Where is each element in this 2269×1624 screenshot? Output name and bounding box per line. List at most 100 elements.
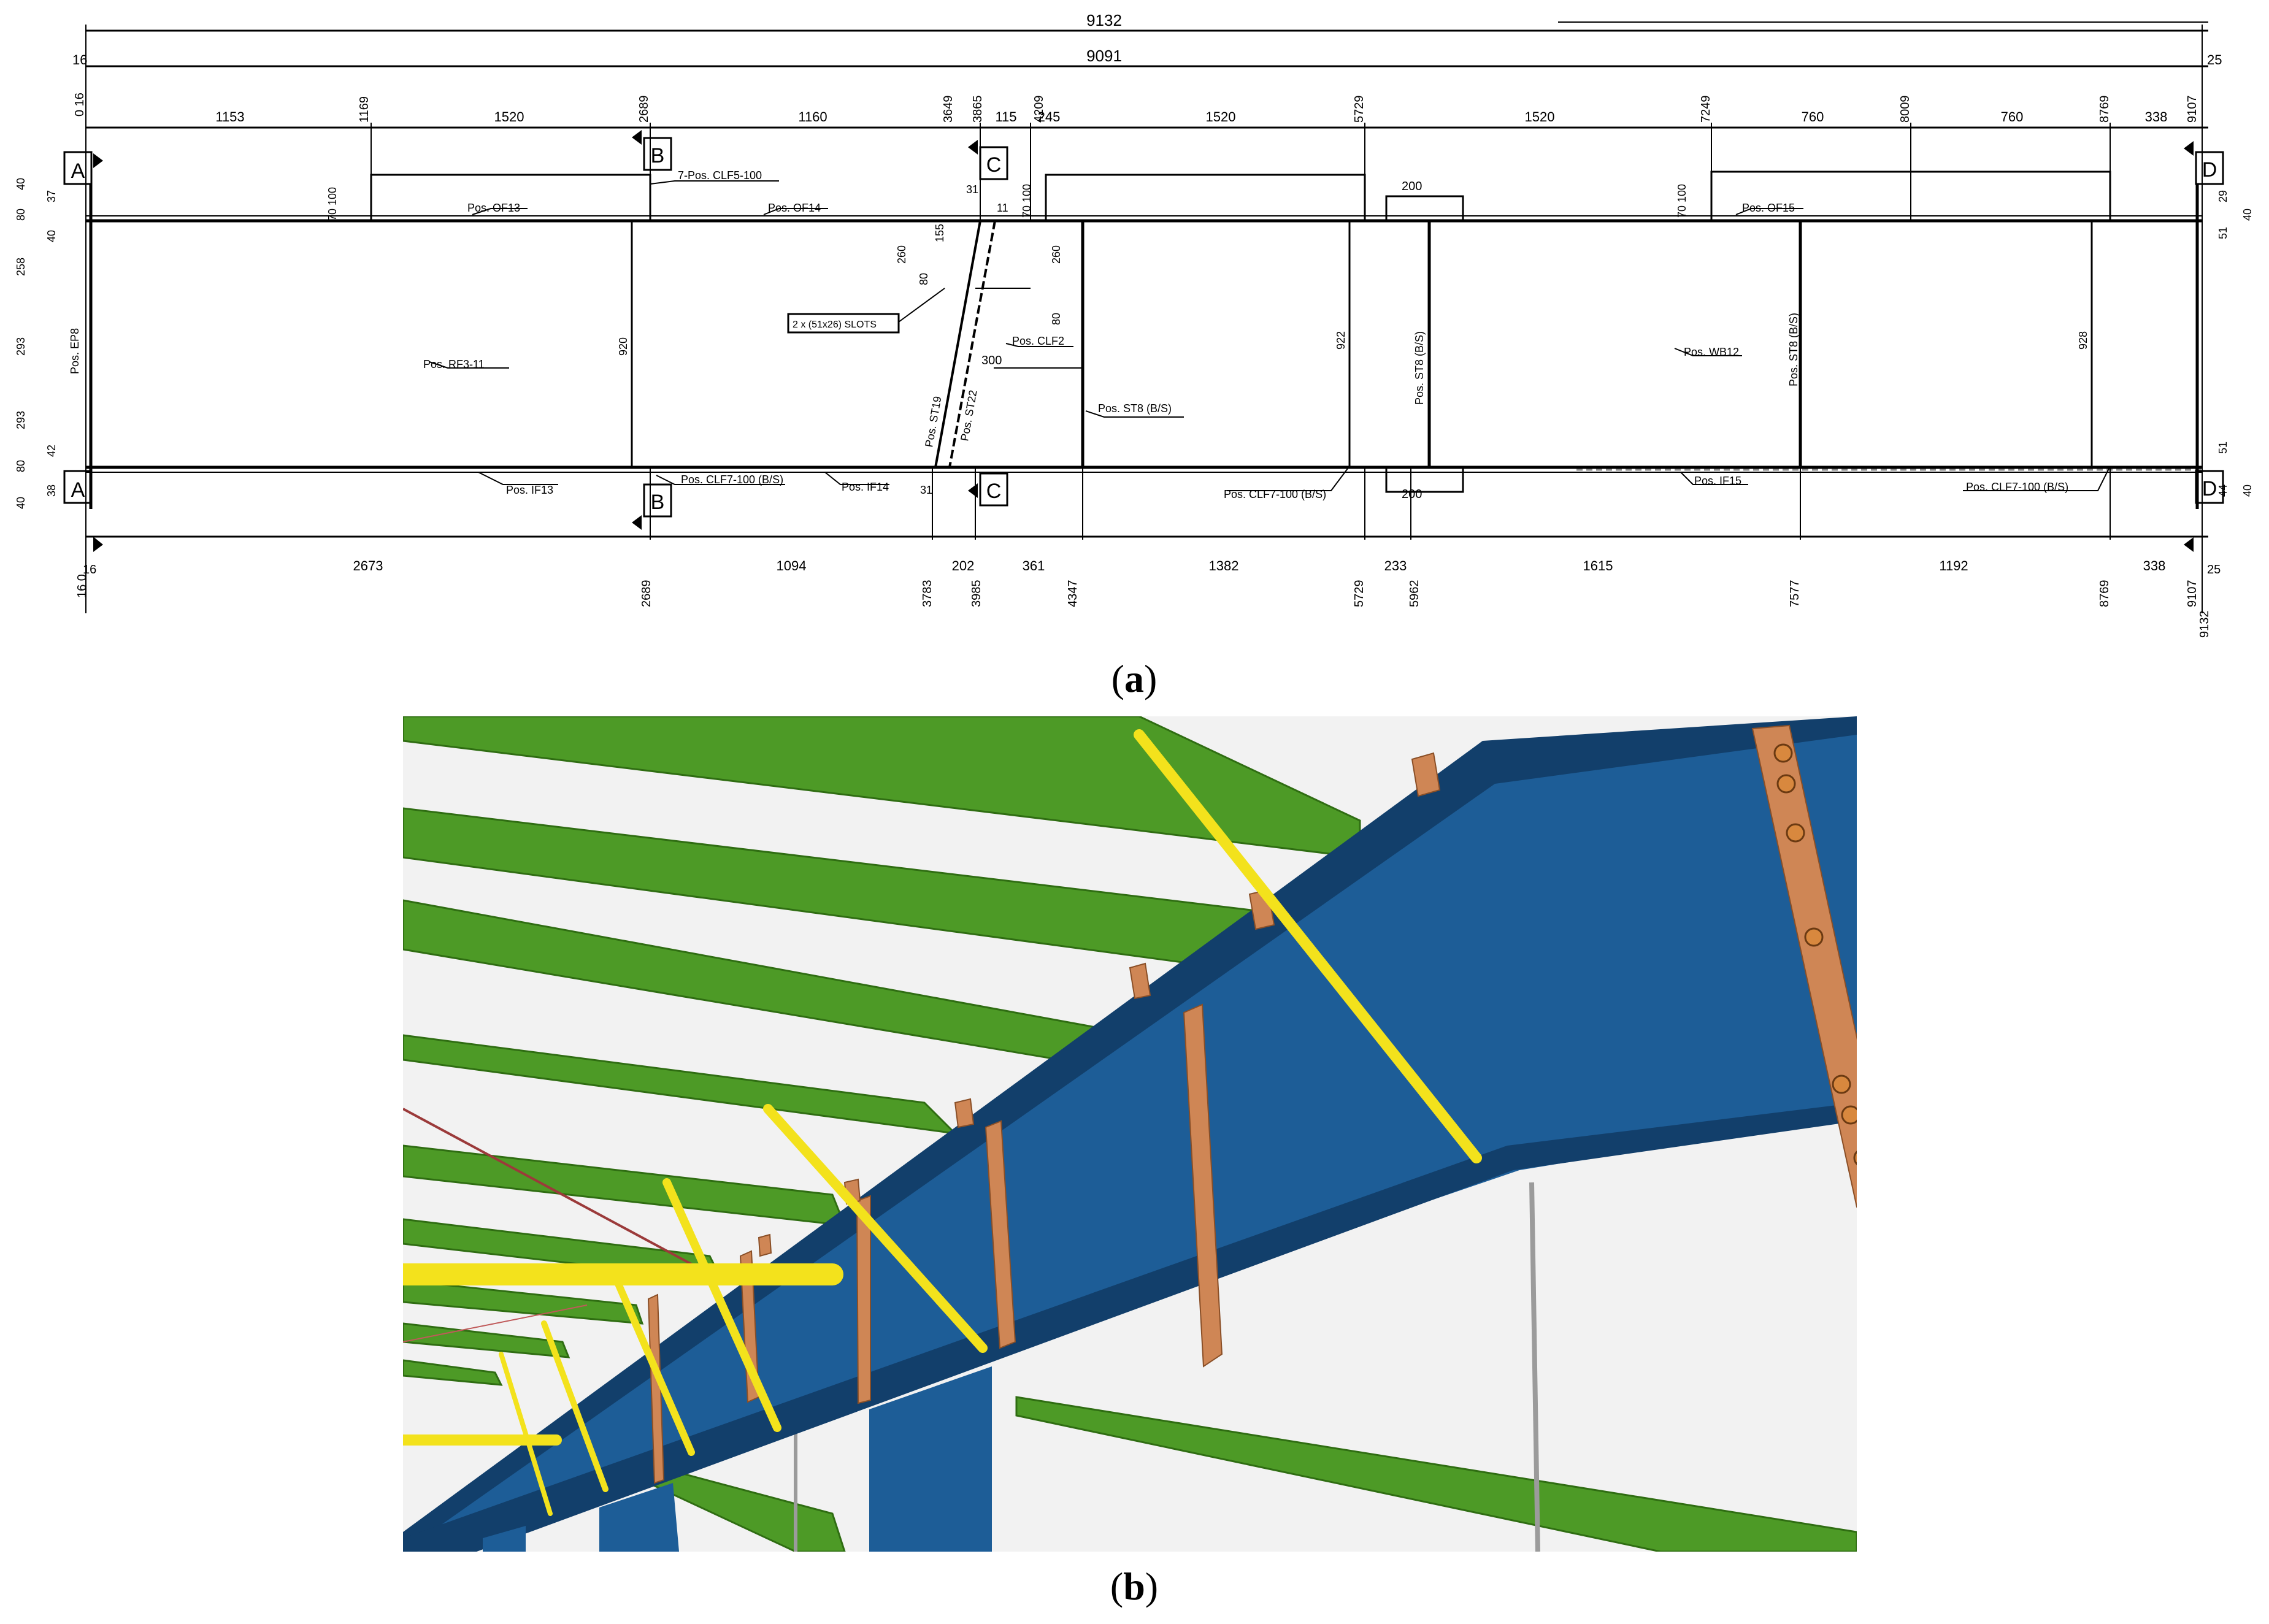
dim-70-100-a: 70 100 [326, 187, 339, 221]
dim-155: 155 [934, 224, 946, 242]
section-arrow [2184, 537, 2194, 552]
section-arrow [93, 153, 103, 168]
caption-b-letter: b [1123, 1565, 1145, 1608]
top-ordinate: 9107 [2186, 96, 2199, 123]
section-mark-c-top [979, 146, 1008, 180]
section-mark-a-top [63, 151, 93, 185]
leader [1735, 208, 1803, 215]
top-ordinate: 7249 [1699, 96, 1713, 123]
bottom-ordinate: 3985 [970, 580, 983, 608]
purlin [403, 1359, 503, 1386]
right-dimension: 51 [2217, 227, 2229, 239]
bottom-ordinate: 7577 [1788, 580, 1802, 608]
steel-frame-render [403, 716, 1857, 1552]
section-arrow [968, 140, 978, 155]
fly-brace [763, 1104, 988, 1353]
bolt [1776, 774, 1796, 794]
left-dimension: 42 [45, 445, 58, 457]
top-dimension: 760 [2001, 109, 2024, 124]
top-dimension: 760 [1802, 109, 1824, 124]
label-clf7-b: Pos. CLF7-100 (B/S) [1224, 488, 1326, 500]
section-label-b-top: B [651, 144, 665, 167]
bolt [1804, 927, 1824, 947]
top-ordinate: 2689 [637, 96, 651, 123]
section-mark-c-bot [979, 472, 1008, 507]
purlin-cleat-2 [1045, 174, 1366, 222]
dim-260-b: 260 [1050, 245, 1062, 264]
dim-80-b: 80 [1050, 313, 1062, 325]
bolt [1832, 1074, 1851, 1094]
purlin-cleat [758, 1233, 772, 1257]
leader [1227, 465, 1350, 491]
left-dimension: 40 [15, 178, 27, 190]
leader [1085, 410, 1184, 418]
fly-brace [662, 1178, 781, 1432]
section-label-b-bot: B [651, 491, 665, 514]
purlin-cleat [1129, 962, 1151, 1000]
section-arrow [632, 130, 642, 145]
top-dimension: 1520 [1525, 109, 1555, 124]
bottom-dimension: 2673 [353, 558, 383, 573]
dim-11: 11 [997, 202, 1008, 214]
purlin-cleat-3 [1385, 195, 1464, 222]
column [599, 1483, 679, 1552]
top-dimension: 1160 [798, 109, 827, 124]
leader [650, 180, 779, 185]
leader [1963, 465, 2111, 491]
caption-a: (a) [1111, 657, 1158, 700]
purlin-cleat-5 [1385, 466, 1464, 493]
brace-group [403, 729, 1482, 1516]
section-label-a-bot: A [71, 478, 85, 502]
purlin [1015, 1396, 1857, 1552]
bolt [1773, 743, 1793, 763]
leader [824, 472, 889, 485]
section-mark-d-bot [2195, 470, 2224, 504]
section-mark-a-bot [63, 470, 93, 504]
bottom-ordinate: 9107 [2186, 580, 2199, 608]
section-mark-d-top [2195, 151, 2224, 185]
right-dimension: 40 [2241, 485, 2254, 497]
left-dimension: 80 [15, 209, 27, 221]
section-label-c-bot: C [986, 480, 1002, 503]
label-clf7-a: Pos. CLF7-100 (B/S) [681, 473, 783, 486]
leader [478, 472, 558, 485]
fly-brace [499, 1352, 553, 1516]
fly-brace [608, 1265, 695, 1456]
label-if13: Pos. IF13 [506, 484, 553, 496]
bottom-ordinate: 2689 [640, 580, 653, 608]
bottom-ordinate: 4347 [1066, 580, 1080, 608]
top-ordinate: 5729 [1353, 96, 1366, 123]
fly-brace [1134, 729, 1482, 1163]
top-ordinate: 0 16 [73, 93, 86, 117]
slots-note-box [787, 313, 900, 334]
bottom-dimension: 1382 [1209, 558, 1239, 573]
top-ordinate: 3865 [971, 96, 985, 123]
fly-brace [541, 1320, 609, 1492]
rafter-bottom-flange [403, 1103, 1857, 1552]
section-arrow [2184, 141, 2194, 156]
purlin-group [403, 716, 1857, 1552]
label-if14: Pos. IF14 [842, 481, 889, 493]
left-dimension: 37 [45, 190, 58, 202]
label-st8-c: Pos. ST8 (B/S) [1787, 313, 1800, 386]
dim-right-edge: 25 [2207, 52, 2222, 67]
label-rf3: Pos. RF3-11 [423, 358, 485, 370]
left-dimension: 40 [15, 497, 27, 509]
cable [403, 1108, 723, 1282]
stiffener [985, 1120, 1016, 1349]
top-ordinate: 8009 [1899, 96, 1912, 123]
dim-overall: 9132 [1086, 11, 1122, 29]
top-ordinate: 8769 [2098, 96, 2111, 123]
bottom-dimension: 1094 [777, 558, 807, 573]
label-of13: Pos. OF13 [467, 202, 520, 214]
left-dimension: 40 [45, 230, 58, 242]
section-arrow [968, 483, 978, 498]
dim-70-100-b: 70 100 [1021, 184, 1033, 218]
label-clf2: Pos. CLF2 [1012, 335, 1064, 347]
dim-31-bot: 31 [920, 484, 932, 496]
bolt [1853, 1151, 1857, 1165]
